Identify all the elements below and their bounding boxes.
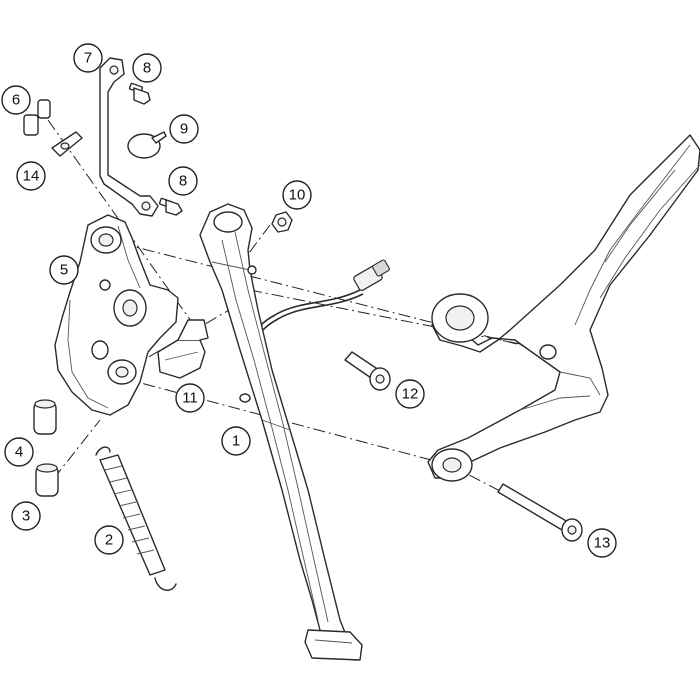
- callout-10: 10: [282, 180, 312, 210]
- callout-13: 13: [587, 528, 617, 558]
- svg-text:11: 11: [182, 390, 198, 407]
- screw-8-bottom: [158, 197, 183, 216]
- svg-text:9: 9: [180, 121, 188, 138]
- washer-14: [51, 131, 83, 157]
- bolt-12: [344, 351, 391, 391]
- callout-7: 7: [73, 43, 103, 73]
- callout-8-top: 8: [132, 53, 162, 83]
- side-stand-switch-11: [157, 319, 209, 379]
- side-stand-1: [199, 203, 363, 661]
- svg-text:5: 5: [60, 262, 68, 279]
- callout-9: 9: [169, 114, 199, 144]
- callout-5: 5: [49, 255, 79, 285]
- callout-6: 6: [1, 85, 31, 115]
- bolt-13: [497, 483, 583, 542]
- callout-14: 14: [16, 161, 46, 191]
- svg-text:2: 2: [105, 532, 113, 549]
- svg-text:14: 14: [23, 168, 40, 185]
- svg-text:7: 7: [84, 50, 92, 67]
- screw-6: [23, 99, 51, 136]
- svg-text:4: 4: [15, 444, 23, 461]
- callout-8-bottom: 8: [168, 166, 198, 196]
- cable-tie-9: [127, 131, 167, 159]
- svg-text:10: 10: [289, 187, 306, 204]
- spring-2: [95, 446, 177, 591]
- svg-text:6: 6: [12, 92, 20, 109]
- callout-2: 2: [94, 525, 124, 555]
- buffer-4: [33, 399, 57, 435]
- svg-text:3: 3: [22, 508, 30, 525]
- callout-12: 12: [395, 379, 425, 409]
- svg-text:12: 12: [402, 386, 419, 403]
- buffer-3: [35, 463, 59, 497]
- footrest-bracket: [427, 134, 700, 482]
- callout-1: 1: [221, 426, 251, 456]
- sensor-cable: [249, 259, 390, 345]
- callout-4: 4: [4, 437, 34, 467]
- callout-3: 3: [11, 501, 41, 531]
- callout-11: 11: [175, 383, 205, 413]
- svg-text:8: 8: [179, 173, 187, 190]
- callouts: 1 2 3 4 5 6 7 8 8 9 10 11 12 13 14: [1, 43, 617, 558]
- side-stand-bracket-5: [54, 214, 179, 416]
- cable-holder-7: [99, 57, 159, 217]
- svg-text:8: 8: [143, 60, 151, 77]
- svg-text:13: 13: [594, 535, 611, 552]
- nut-10: [271, 211, 293, 233]
- screw-8-top: [128, 82, 151, 105]
- svg-text:1: 1: [232, 433, 240, 450]
